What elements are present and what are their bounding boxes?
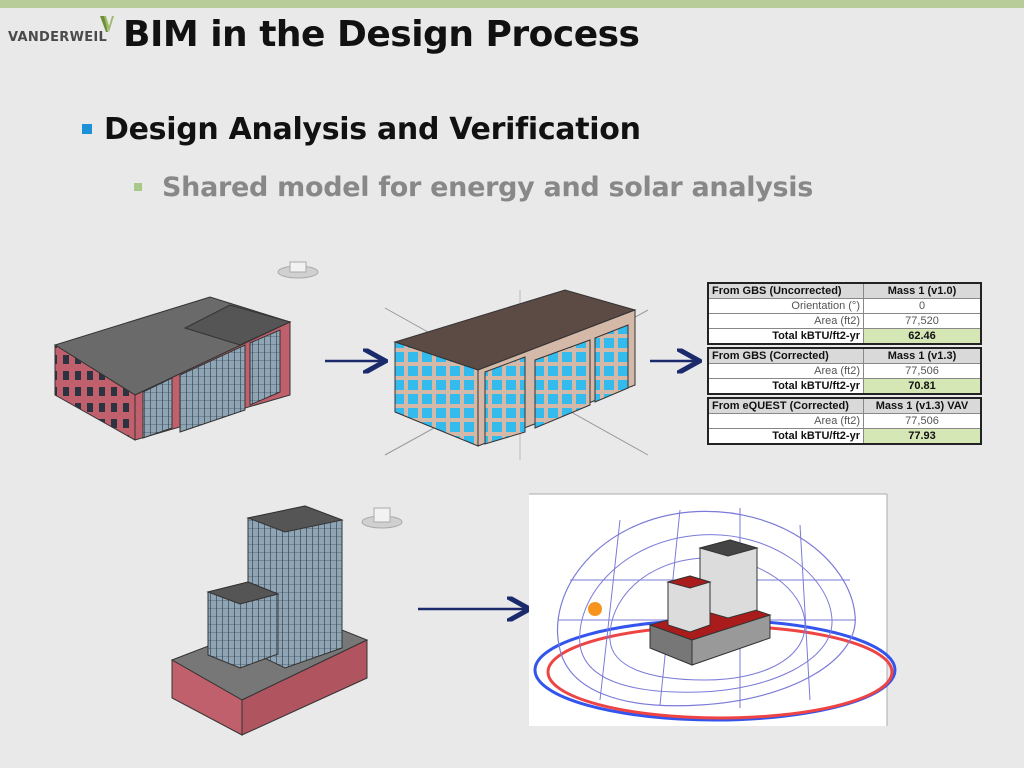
table-header-cell: Mass 1 (v1.3) (864, 349, 980, 363)
slide-title: BIM in the Design Process (123, 14, 640, 55)
table-row: From GBS (Uncorrected) Mass 1 (v1.0) (709, 284, 980, 299)
top-accent-bar (0, 0, 1024, 8)
solar-analysis-diagram (529, 493, 897, 726)
table-row: Area (ft2) 77,520 (709, 314, 980, 329)
bullet-square-icon (82, 124, 92, 134)
table-row: Total kBTU/ft2-yr 62.46 (709, 329, 980, 343)
table-label-cell: Orientation (°) (709, 299, 864, 313)
table-row: Orientation (°) 0 (709, 299, 980, 314)
results-block-gbs-corrected: From GBS (Corrected) Mass 1 (v1.3) Area … (707, 347, 982, 395)
results-block-equest-corrected: From eQUEST (Corrected) Mass 1 (v1.3) VA… (707, 397, 982, 445)
table-row: Area (ft2) 77,506 (709, 364, 980, 379)
table-header-cell: Mass 1 (v1.3) VAV (864, 399, 980, 413)
table-label-cell: Area (ft2) (709, 414, 864, 428)
table-row: Total kBTU/ft2-yr 77.93 (709, 429, 980, 443)
sun-icon (588, 602, 602, 616)
bullet-level1-text: Design Analysis and Verification (104, 112, 641, 147)
table-row: From eQUEST (Corrected) Mass 1 (v1.3) VA… (709, 399, 980, 414)
table-label-cell: Area (ft2) (709, 364, 864, 378)
table-header-cell: From GBS (Uncorrected) (709, 284, 864, 298)
logo-mark-icon (100, 16, 114, 32)
tower-building-model (170, 505, 369, 736)
table-total-value: 77.93 (864, 429, 980, 443)
table-total-value: 62.46 (864, 329, 980, 343)
revit-view-cube-icon (277, 261, 319, 279)
table-value-cell: 77,520 (905, 315, 939, 327)
architectural-building-model (53, 296, 292, 441)
bullet-level2-text: Shared model for energy and solar analys… (162, 172, 814, 203)
table-value-cell: 77,506 (905, 365, 939, 377)
bullet-square-icon (134, 183, 142, 191)
table-total-label: Total kBTU/ft2-yr (709, 429, 864, 443)
table-value-cell: 0 (918, 300, 926, 312)
table-total-label: Total kBTU/ft2-yr (709, 379, 864, 393)
results-block-gbs-uncorrected: From GBS (Uncorrected) Mass 1 (v1.0) Ori… (707, 282, 982, 345)
energy-analytical-model (384, 289, 649, 460)
table-row: Total kBTU/ft2-yr 70.81 (709, 379, 980, 393)
table-header-cell: From eQUEST (Corrected) (709, 399, 864, 413)
table-value-cell: 77,506 (905, 415, 939, 427)
table-total-label: Total kBTU/ft2-yr (709, 329, 864, 343)
table-header-cell: Mass 1 (v1.0) (864, 284, 980, 298)
table-row: Area (ft2) 77,506 (709, 414, 980, 429)
vanderweil-logo: VANDERWEIL (8, 16, 116, 52)
revit-view-cube-icon (361, 507, 403, 529)
table-row: From GBS (Corrected) Mass 1 (v1.3) (709, 349, 980, 364)
table-total-value: 70.81 (864, 379, 980, 393)
table-label-cell: Area (ft2) (709, 314, 864, 328)
energy-results-table: From GBS (Uncorrected) Mass 1 (v1.0) Ori… (707, 282, 982, 447)
logo-text: VANDERWEIL (8, 30, 108, 45)
table-header-cell: From GBS (Corrected) (709, 349, 864, 363)
